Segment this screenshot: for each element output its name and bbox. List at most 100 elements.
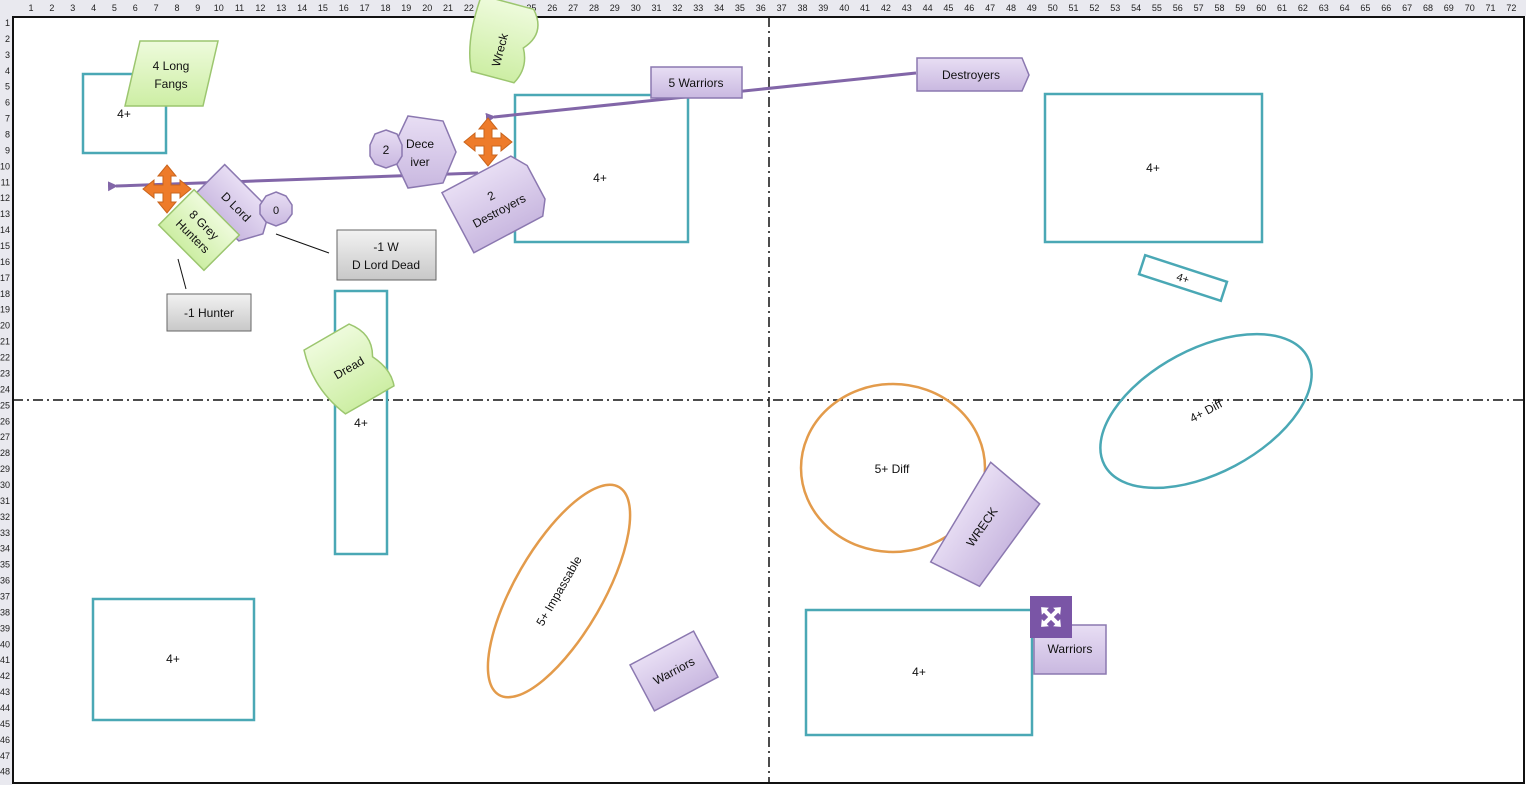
ruler-row-number: 1 (5, 18, 10, 28)
ruler-column-number: 44 (923, 3, 933, 13)
ruler-column-number: 16 (339, 3, 349, 13)
ruler-column-number: 60 (1256, 3, 1266, 13)
ruler-column-number: 39 (818, 3, 828, 13)
ruler-top-bg (0, 0, 1526, 16)
ruler-row-number: 37 (0, 592, 10, 602)
ruler-left-bg (0, 0, 12, 785)
ruler-row-number: 27 (0, 432, 10, 442)
ruler-row-number: 12 (0, 193, 10, 203)
ruler-column-number: 35 (735, 3, 745, 13)
ruler-column-number: 67 (1402, 3, 1412, 13)
unit-label: Warriors (1048, 642, 1093, 656)
unit-warriors-center[interactable]: Warriors (628, 630, 720, 712)
ruler-row-number: 8 (5, 130, 10, 140)
ruler-column-number: 54 (1131, 3, 1141, 13)
ruler-row-number: 11 (1, 177, 10, 187)
ruler-row-number: 30 (0, 480, 10, 490)
ruler-row-number: 35 (0, 560, 10, 570)
ruler-column-number: 19 (401, 3, 411, 13)
ruler-column-number: 65 (1360, 3, 1370, 13)
ruler-row-number: 44 (0, 703, 10, 713)
wound-counter-badge[interactable]: 2 (369, 129, 403, 169)
ruler-column-number: 43 (902, 3, 912, 13)
terrain-ruin-bottom-left[interactable]: 4+ (91, 597, 256, 722)
ruler-row-number: 33 (0, 528, 10, 538)
ruler-row-number: 14 (0, 225, 10, 235)
ruler-row-number: 32 (0, 512, 10, 522)
unit-label: 5 Warriors (669, 76, 724, 90)
terrain-label: 4+ (117, 107, 131, 121)
ruler-column-number: 63 (1319, 3, 1329, 13)
ruler-column-number: 26 (547, 3, 557, 13)
ruler-row-number: 7 (5, 114, 10, 124)
ruler-row-number: 29 (0, 464, 10, 474)
ruler-row-number: 31 (0, 496, 10, 506)
ruler-column-number: 3 (70, 3, 75, 13)
wound-counter-value: 2 (383, 143, 390, 157)
ruler-column-number: 37 (777, 3, 787, 13)
ruler-column-number: 32 (672, 3, 682, 13)
unit-destroyers[interactable]: Destroyers (916, 57, 1030, 92)
terrain-label: 4+ (166, 652, 180, 666)
ruler-row-number: 19 (0, 305, 10, 315)
unit-five-warriors[interactable]: 5 Warriors (650, 66, 743, 99)
ruler-column-number: 46 (964, 3, 974, 13)
terrain-label: 4+ (593, 171, 607, 185)
ruler-column-number: 9 (195, 3, 200, 13)
ruler-row-number: 36 (0, 576, 10, 586)
unit-long-fangs[interactable]: 4 Long Fangs (124, 40, 219, 107)
ruler-column-number: 47 (985, 3, 995, 13)
unit-label-line: iver (410, 155, 429, 169)
unit-wreck-big[interactable]: WRECK (924, 461, 1043, 594)
ruler-column-number: 53 (1110, 3, 1120, 13)
note-minus-hunter[interactable]: -1 Hunter (166, 293, 252, 332)
note-line: D Lord Dead (352, 258, 420, 272)
ruler-column-number: 42 (881, 3, 891, 13)
terrain-ruin-top-center[interactable]: 4+ (513, 93, 690, 244)
terrain-ruin-center-tall[interactable]: 4+ (333, 289, 389, 556)
terrain-label: 4+ (354, 416, 368, 430)
ruler-row-number: 46 (0, 735, 10, 745)
wound-counter-badge[interactable]: 0 (259, 191, 293, 227)
ruler-row-number: 42 (0, 671, 10, 681)
terrain-impassable-center[interactable]: 5+ Impassable (461, 465, 657, 717)
terrain-ruin-small-right[interactable]: 4+ (1137, 253, 1229, 303)
unit-wreck-top[interactable]: Wreck (461, 0, 542, 85)
ruler-row-number: 9 (5, 145, 10, 155)
ruler-row-number: 21 (0, 337, 10, 347)
unit-dread[interactable]: Dread (300, 319, 396, 419)
ruler-row-number: 20 (0, 321, 10, 331)
ruler-column-number: 33 (693, 3, 703, 13)
ruler-column-number: 5 (112, 3, 117, 13)
terrain-forest-right[interactable]: 4+ Diff (1075, 302, 1336, 519)
terrain-label: 5+ Impassable (533, 553, 584, 628)
terrain-ruin-top-right[interactable]: 4+ (1043, 92, 1264, 244)
ruler-row-number: 17 (0, 273, 10, 283)
ruler-left: 1234567891011121314151617181920212223242… (0, 18, 10, 777)
note-leader-line (177, 258, 187, 290)
ruler-column-number: 72 (1506, 3, 1516, 13)
ruler-row-number: 45 (0, 719, 10, 729)
ruler-row-number: 43 (0, 687, 10, 697)
ruler-column-number: 13 (276, 3, 286, 13)
ruler-column-number: 56 (1173, 3, 1183, 13)
ruler-row-number: 40 (0, 639, 10, 649)
ruler-column-number: 36 (756, 3, 766, 13)
ruler-column-number: 28 (589, 3, 599, 13)
ruler-row-number: 23 (0, 369, 10, 379)
terrain-ruin-bottom-right[interactable]: 4+ (804, 608, 1034, 737)
ruler-row-number: 38 (0, 607, 10, 617)
ruler-column-number: 1 (28, 3, 33, 13)
ruler-column-number: 29 (610, 3, 620, 13)
ruler-column-number: 58 (1214, 3, 1224, 13)
ruler-row-number: 18 (0, 289, 10, 299)
terrain-crater-right[interactable]: 5+ Diff (799, 382, 987, 554)
terrain-ruin-top-left[interactable]: 4+ (81, 72, 168, 155)
ruler-row-number: 26 (0, 416, 10, 426)
ruler-column-number: 12 (255, 3, 265, 13)
ruler-row-number: 39 (0, 623, 10, 633)
ruler-row-number: 4 (5, 66, 10, 76)
note-d-lord-dead[interactable]: -1 W D Lord Dead (336, 229, 437, 281)
unit-two-destroyers[interactable]: 2 Destroyers (440, 151, 552, 254)
